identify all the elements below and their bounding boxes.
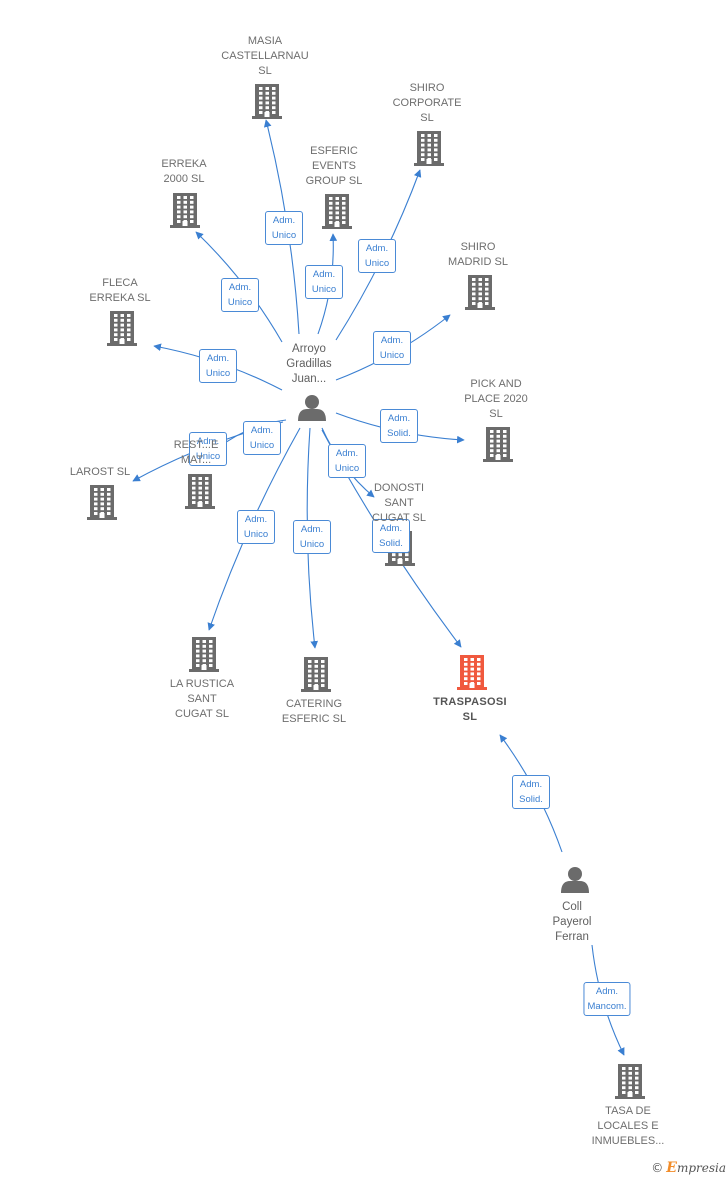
node-label-shiro-madrid[interactable]: SHIRO MADRID SL xyxy=(448,241,508,268)
node-label-rustica[interactable]: LA RUSTICA SANT CUGAT SL xyxy=(169,678,235,720)
brand-name: mpresia xyxy=(676,1161,726,1175)
building-icon-pick[interactable] xyxy=(483,427,513,462)
building-icon-masia[interactable] xyxy=(252,84,282,119)
edge-label-arroyo-to-pick[interactable]: Adm. Solid. xyxy=(380,409,418,443)
building-icon-fleca[interactable] xyxy=(107,311,137,346)
building-icon-rest[interactable] xyxy=(185,474,215,509)
edge-label-arroyo-to-shiro-corp[interactable]: Adm. Unico xyxy=(358,239,396,273)
edge-label-arroyo-to-erreka[interactable]: Adm. Unico xyxy=(221,278,259,312)
node-label-fleca[interactable]: FLECA ERREKA SL xyxy=(89,277,151,304)
building-icon-catering[interactable] xyxy=(301,657,331,692)
copyright-notice: ©Empresia xyxy=(651,1160,726,1176)
node-label-rest[interactable]: REST...E MAT... xyxy=(173,439,219,466)
building-icon-tasa[interactable] xyxy=(615,1064,645,1099)
edge-label-arroyo-to-donosti[interactable]: Adm. Unico xyxy=(328,444,366,478)
brand-initial: E xyxy=(666,1160,677,1176)
node-label-larost[interactable]: LAROST SL xyxy=(69,466,131,478)
node-label-catering[interactable]: CATERING ESFERIC SL xyxy=(281,698,347,725)
edge-label-arroyo-to-shiro-madrid[interactable]: Adm. Unico xyxy=(373,331,411,365)
node-label-pick[interactable]: PICK AND PLACE 2020 SL xyxy=(464,378,528,420)
building-icon-erreka[interactable] xyxy=(170,193,200,228)
edge-label-arroyo-to-rustica[interactable]: Adm. Unico xyxy=(237,510,275,544)
edge-label-arroyo-to-larost[interactable]: Adm. Unico xyxy=(189,432,227,466)
node-label-arroyo[interactable]: Arroyo Gradillas Juan... xyxy=(286,343,332,385)
node-label-coll[interactable]: Coll Payerol Ferran xyxy=(552,901,592,943)
copyright-symbol: © xyxy=(651,1161,664,1175)
building-icon-traspasosi[interactable] xyxy=(457,655,487,690)
node-label-esferic-events[interactable]: ESFERIC EVENTS GROUP SL xyxy=(305,145,363,187)
edge-label-arroyo-to-esferic-events[interactable]: Adm. Unico xyxy=(305,265,343,299)
building-icon-shiro-madrid[interactable] xyxy=(465,275,495,310)
edge-label-arroyo-to-traspasosi[interactable]: Adm. Solid. xyxy=(372,519,410,553)
edge-label-arroyo-to-masia[interactable]: Adm. Unico xyxy=(265,211,303,245)
node-label-erreka[interactable]: ERREKA 2000 SL xyxy=(161,158,207,185)
edge-label-arroyo-to-rest[interactable]: Adm. Unico xyxy=(243,421,281,455)
node-label-donosti[interactable]: DONOSTI SANT CUGAT SL xyxy=(372,482,426,524)
node-label-shiro-corp[interactable]: SHIRO CORPORATE SL xyxy=(392,82,462,124)
edge-label-coll-to-tasa[interactable]: Adm. Mancom. xyxy=(583,982,631,1016)
edge-label-coll-to-traspasosi[interactable]: Adm. Solid. xyxy=(512,775,550,809)
building-icon-larost[interactable] xyxy=(87,485,117,520)
person-icon-coll[interactable] xyxy=(561,867,589,893)
edge-label-arroyo-to-catering[interactable]: Adm. Unico xyxy=(293,520,331,554)
node-label-masia[interactable]: MASIA CASTELLARNAU SL xyxy=(221,35,309,77)
building-icon-esferic-events[interactable] xyxy=(322,194,352,229)
building-icon-rustica[interactable] xyxy=(189,637,219,672)
building-icon-shiro-corp[interactable] xyxy=(414,131,444,166)
person-icon-arroyo[interactable] xyxy=(298,395,326,421)
node-label-traspasosi[interactable]: TRASPASOSI SL xyxy=(433,696,507,723)
edge-label-arroyo-to-fleca[interactable]: Adm. Unico xyxy=(199,349,237,383)
node-label-tasa[interactable]: TASA DE LOCALES E INMUEBLES... xyxy=(591,1105,665,1147)
